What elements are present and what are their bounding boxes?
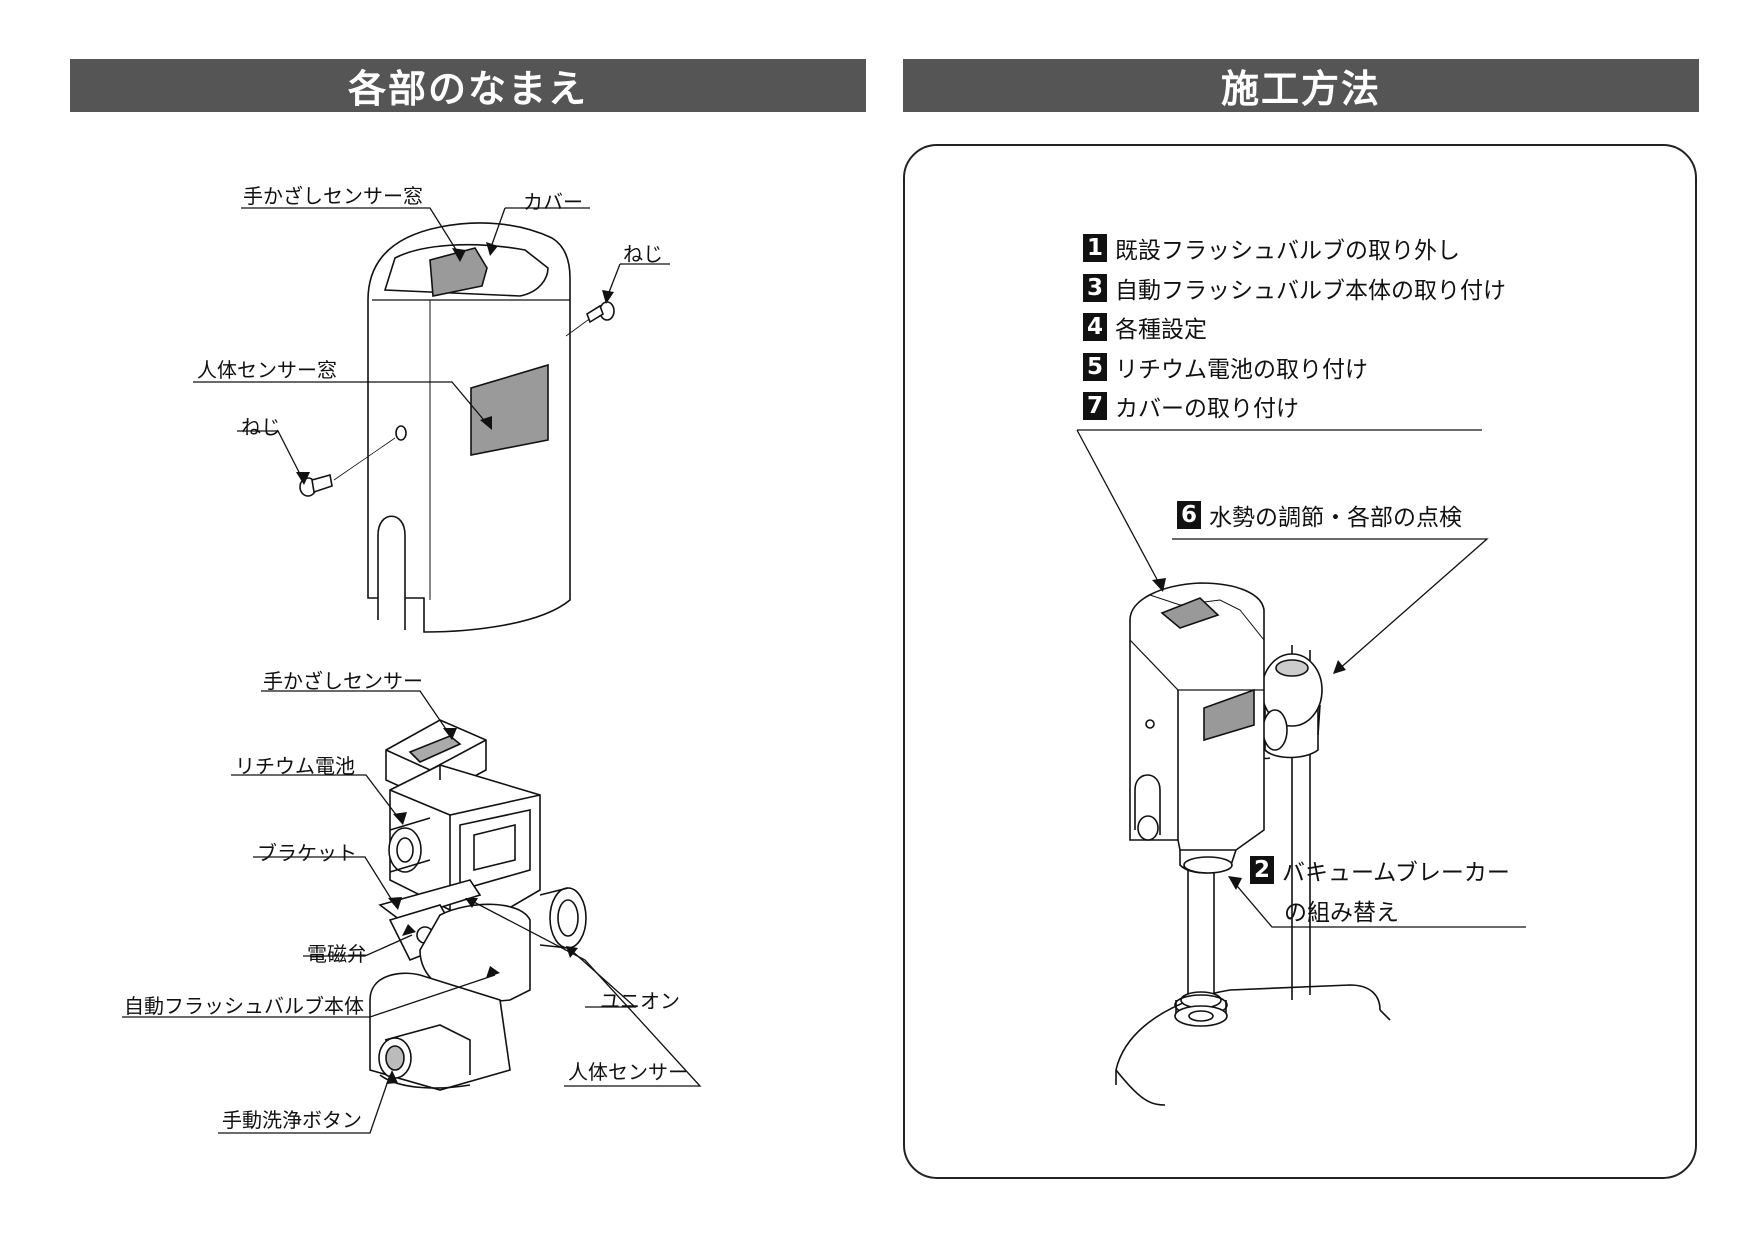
label-solenoid-valve: 電磁弁 bbox=[307, 942, 367, 966]
step-2-line2: の組み替え bbox=[1284, 893, 1399, 927]
step-6: 6 水勢の調節・各部の点検 bbox=[1177, 498, 1462, 532]
step-text: 各種設定 bbox=[1115, 317, 1207, 343]
step-3: 3 自動フラッシュバルブ本体の取り付け bbox=[1083, 271, 1506, 305]
label-lithium-battery: リチウム電池 bbox=[235, 754, 355, 778]
step-number: 1 bbox=[1083, 234, 1107, 262]
step-text: 自動フラッシュバルブ本体の取り付け bbox=[1115, 278, 1506, 304]
label-body-sensor-window: 人体センサー窓 bbox=[197, 358, 337, 382]
step-text: 水勢の調節・各部の点検 bbox=[1209, 505, 1462, 531]
cover-illustration bbox=[299, 222, 615, 633]
step-number: 5 bbox=[1083, 353, 1107, 381]
step-number: 6 bbox=[1177, 501, 1201, 529]
section-header-installation: 施工方法 bbox=[903, 59, 1699, 112]
assembly-illustration bbox=[369, 719, 587, 1091]
step-text: の組み替え bbox=[1284, 900, 1399, 926]
label-manual-button: 手動洗浄ボタン bbox=[222, 1108, 362, 1132]
step-number: 3 bbox=[1083, 274, 1107, 302]
step-text: カバーの取り付け bbox=[1115, 396, 1299, 422]
step-text: 既設フラッシュバルブの取り外し bbox=[1115, 238, 1460, 264]
step-7: 7 カバーの取り付け bbox=[1083, 389, 1299, 423]
installed-valve-illustration bbox=[1115, 582, 1391, 1106]
label-bracket: ブラケット bbox=[257, 841, 357, 865]
label-cover: カバー bbox=[523, 190, 583, 214]
step-text: バキュームブレーカー bbox=[1282, 860, 1510, 886]
label-body-sensor: 人体センサー bbox=[568, 1060, 688, 1084]
label-screw-left: ねじ bbox=[241, 415, 281, 439]
step-4: 4 各種設定 bbox=[1083, 310, 1207, 344]
label-hand-sensor-window: 手かざしセンサー窓 bbox=[243, 184, 423, 208]
step-5: 5 リチウム電池の取り付け bbox=[1083, 350, 1368, 384]
label-hand-sensor: 手かざしセンサー bbox=[263, 669, 423, 693]
step-number: 7 bbox=[1083, 392, 1107, 420]
section-header-parts-names: 各部のなまえ bbox=[70, 59, 866, 112]
step-2: 2 バキュームブレーカー bbox=[1250, 853, 1510, 887]
step-number: 2 bbox=[1250, 856, 1274, 884]
label-flush-valve-body: 自動フラッシュバルブ本体 bbox=[124, 994, 364, 1018]
label-screw-right: ねじ bbox=[623, 242, 663, 266]
step-number: 4 bbox=[1083, 313, 1107, 341]
installation-panel bbox=[903, 144, 1697, 1179]
label-union: ユニオン bbox=[600, 989, 680, 1013]
step-text: リチウム電池の取り付け bbox=[1115, 357, 1368, 383]
step-1: 1 既設フラッシュバルブの取り外し bbox=[1083, 231, 1460, 265]
screw-right-illustration bbox=[565, 301, 615, 337]
